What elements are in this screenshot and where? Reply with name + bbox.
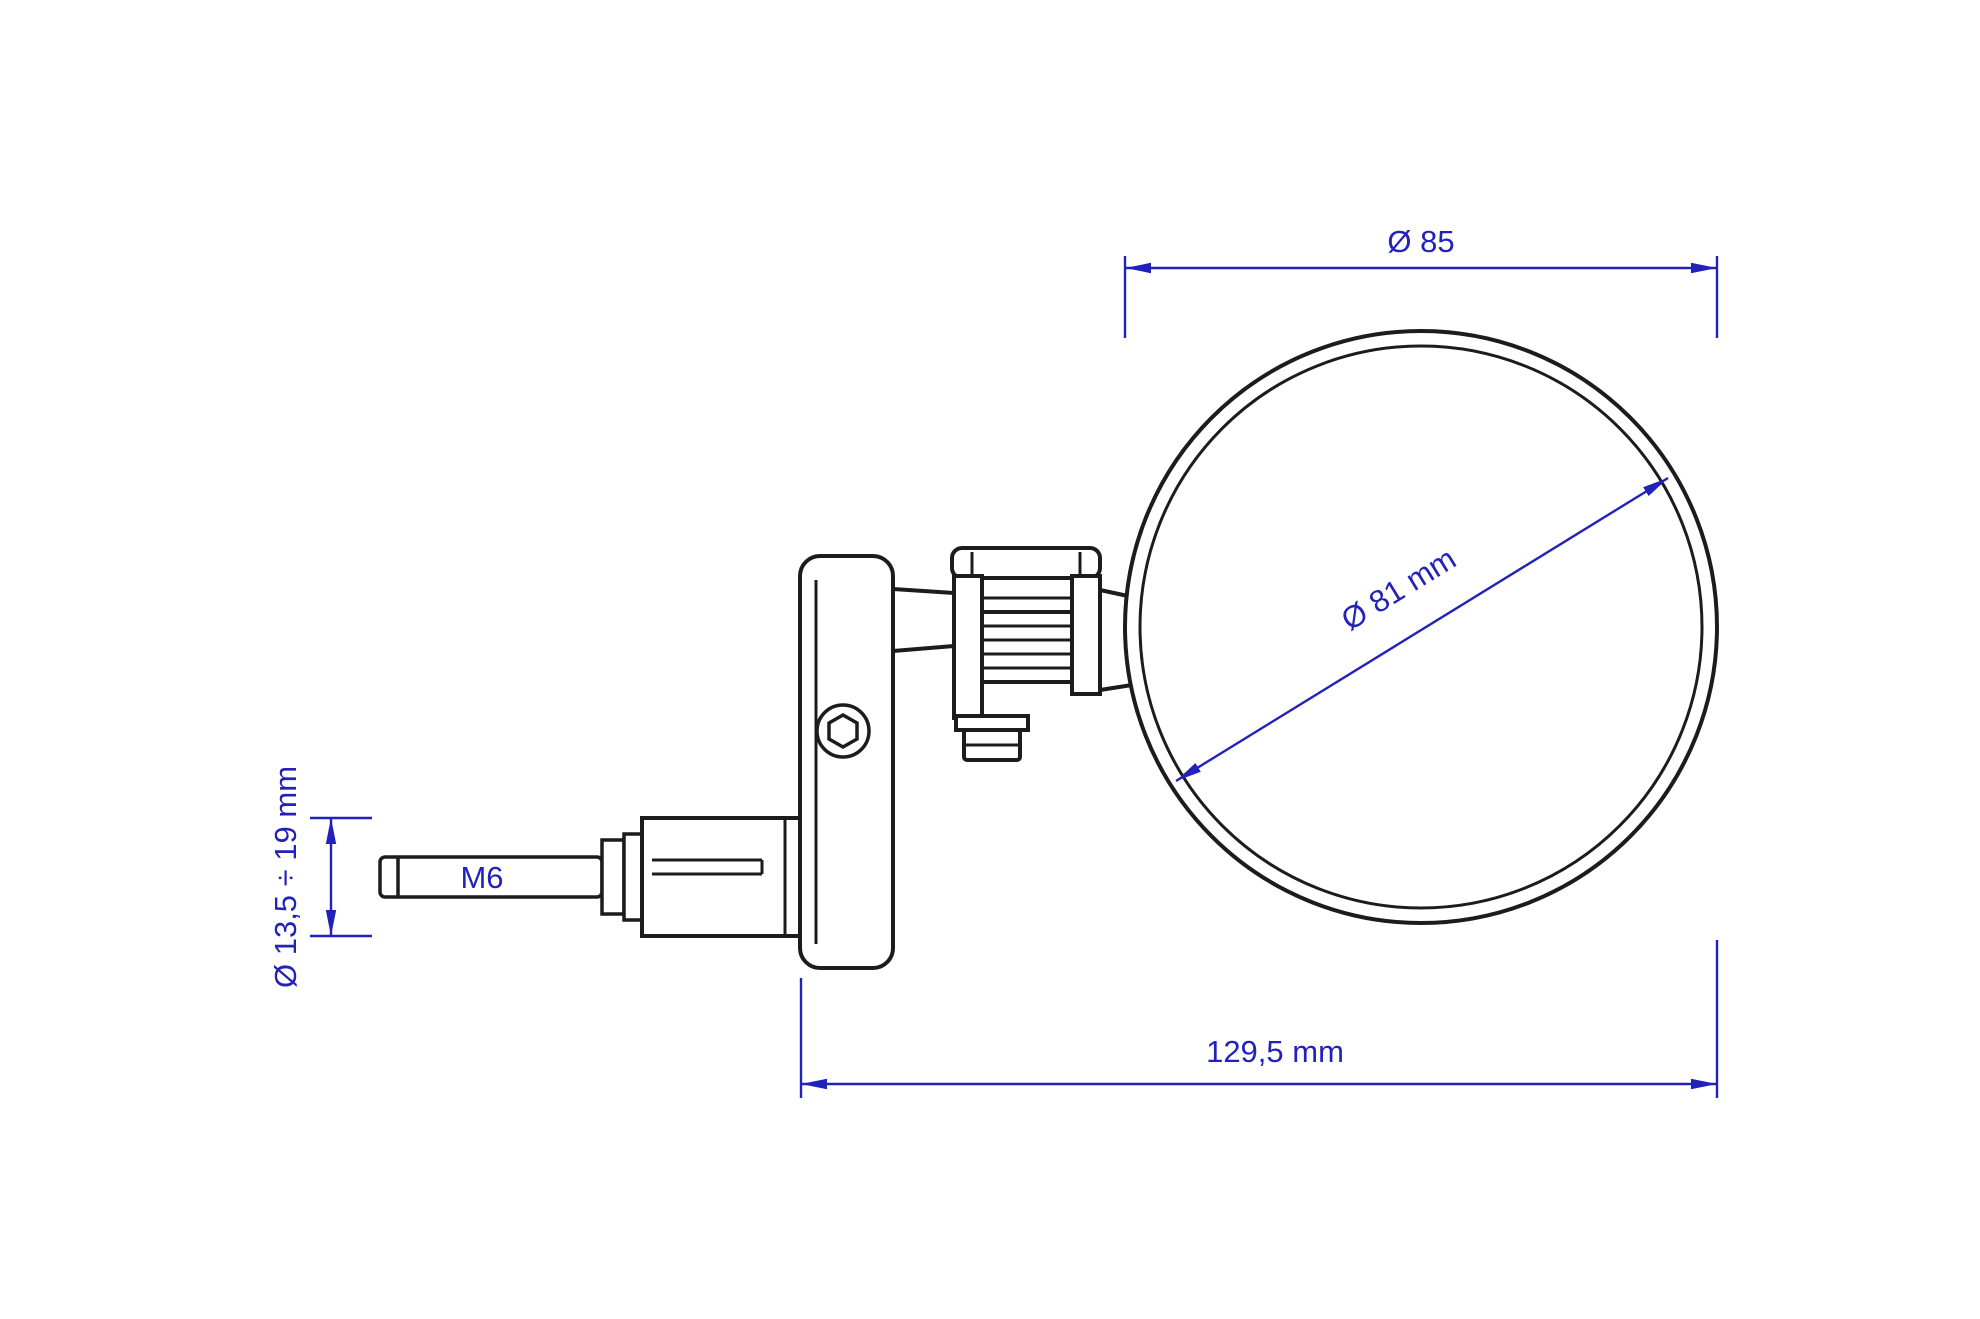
dimension-overall-length: 129,5 mm — [799, 940, 1719, 1098]
clamp-body — [798, 554, 895, 970]
joint-stack — [980, 610, 1074, 684]
hex-bolt-circle — [815, 703, 871, 759]
clevis-left-arm — [952, 574, 984, 720]
dim-label-glass-diameter: Ø 81 mm — [1335, 541, 1462, 638]
stem-washer-large — [622, 832, 644, 922]
clevis-right-arm — [1070, 574, 1102, 696]
stem-washer-small — [600, 838, 626, 916]
mirror-boss-bottom-line — [1099, 683, 1133, 692]
expander-stem — [378, 816, 803, 938]
clamp-body-outline — [798, 554, 895, 970]
arm-bottom-line — [892, 644, 955, 653]
mirror-inner-circle — [1138, 344, 1704, 910]
dimension-mirror-outer-diameter: Ø 85 — [1123, 224, 1719, 338]
pivot-top-cap — [950, 546, 1102, 580]
dim-label-thread: M6 — [460, 860, 503, 895]
dimension-mirror-glass-diameter: Ø 81 mm — [1175, 476, 1669, 783]
pivot-washer — [954, 714, 1030, 732]
mirror-head — [1123, 329, 1719, 925]
expander-cylinder — [640, 816, 803, 938]
dim-label-clamp-range: Ø 13,5 ÷ 19 mm — [268, 766, 303, 988]
pivot-assembly — [892, 546, 1133, 762]
mirror-boss-top-line — [1099, 588, 1129, 598]
dim-label-outer-diameter: Ø 85 — [1387, 224, 1454, 259]
arm-top-line — [892, 587, 955, 595]
dimension-thread: M6 — [460, 860, 503, 895]
mirror-outer-circle — [1123, 329, 1719, 925]
hex-socket-icon — [827, 712, 859, 750]
dim-label-overall-length: 129,5 mm — [1206, 1034, 1344, 1069]
dim-line-diagonal — [1175, 476, 1669, 783]
dimension-clamp-diameter-range: Ø 13,5 ÷ 19 mm — [268, 766, 372, 988]
